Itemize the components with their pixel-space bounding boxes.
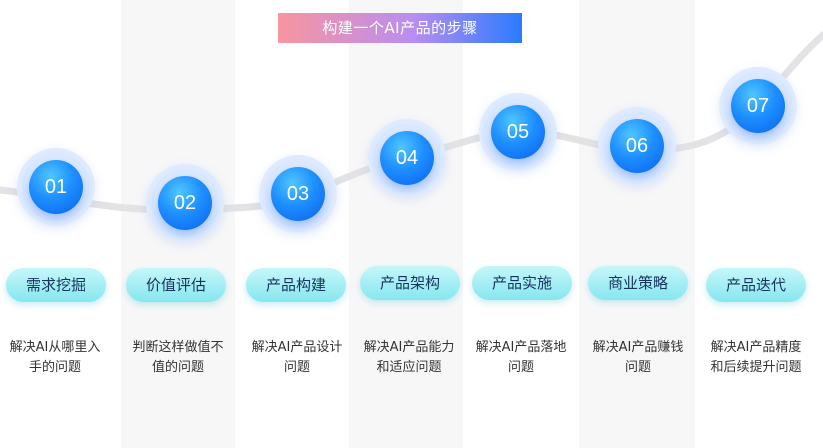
step-desc-04: 解决AI产品能力和适应问题 (363, 340, 455, 375)
step-desc-06: 解决AI产品赚钱问题 (592, 340, 684, 375)
step-01: 01 (17, 148, 95, 226)
step-ring (23, 154, 89, 220)
step-number: 02 (158, 176, 212, 230)
step-ring (374, 125, 440, 191)
step-label-01: 需求挖掘 (6, 268, 106, 302)
step-label-04: 产品架构 (360, 266, 460, 300)
step-number: 07 (731, 79, 785, 133)
step-number: 05 (491, 105, 545, 159)
column-4 (349, 0, 463, 448)
step-04: 04 (368, 119, 446, 197)
step-desc-01: 解决AI从哪里入手的问题 (9, 340, 101, 375)
step-label-07: 产品迭代 (706, 268, 806, 302)
title-banner: 构建一个AI产品的步骤 (278, 13, 522, 43)
step-label-06: 商业策略 (588, 266, 688, 300)
step-number: 03 (271, 167, 325, 221)
step-02: 02 (146, 164, 224, 242)
step-label-02: 价值评估 (126, 268, 226, 302)
step-desc-07: 解决AI产品精度和后续提升问题 (710, 340, 802, 375)
step-05: 05 (479, 93, 557, 171)
step-03: 03 (259, 155, 337, 233)
step-07: 07 (719, 67, 797, 145)
step-ring (152, 170, 218, 236)
step-number: 04 (380, 131, 434, 185)
step-ring (485, 99, 551, 165)
step-label-05: 产品实施 (472, 266, 572, 300)
column-6 (579, 0, 695, 448)
step-label-03: 产品构建 (246, 268, 346, 302)
step-ring (725, 73, 791, 139)
step-number: 06 (610, 119, 664, 173)
step-desc-02: 判断这样做值不值的问题 (132, 340, 224, 375)
step-ring (265, 161, 331, 227)
step-desc-05: 解决AI产品落地问题 (475, 340, 567, 375)
step-06: 06 (598, 107, 676, 185)
step-desc-03: 解决AI产品设计问题 (251, 340, 343, 375)
step-number: 01 (29, 160, 83, 214)
step-ring (604, 113, 670, 179)
